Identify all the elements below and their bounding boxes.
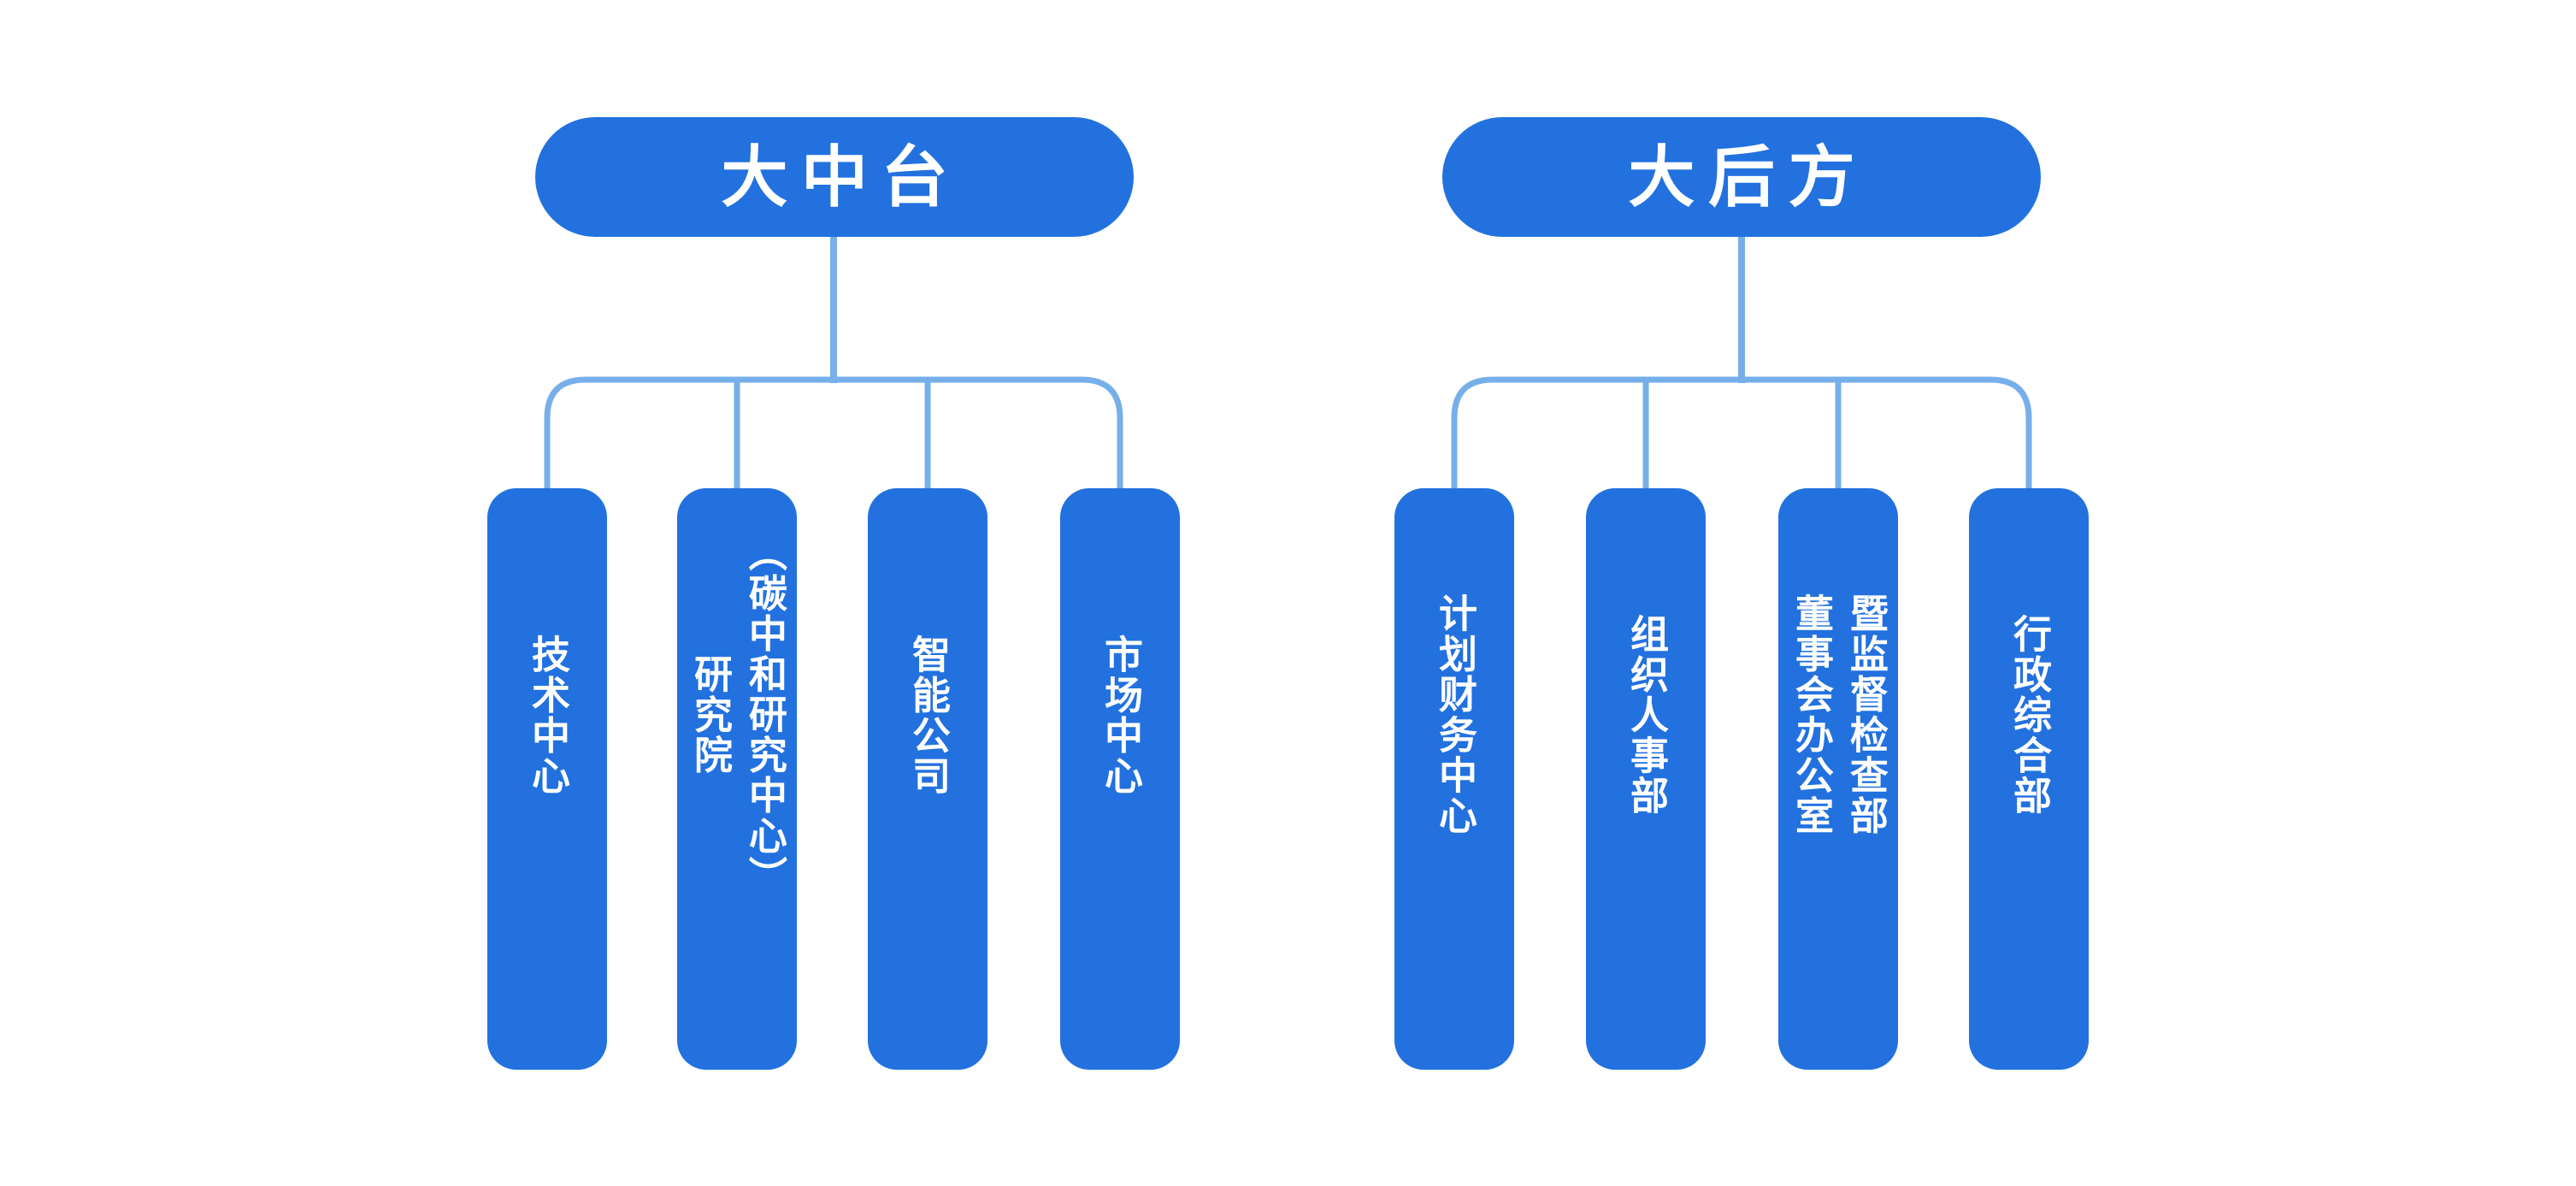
left-tree-child-label-1: 技术中心 [525, 634, 569, 796]
right-tree-root-label: 大后方 [1628, 139, 1869, 215]
right-tree-child-label-4: 行政综合部 [2007, 613, 2051, 817]
right-tree-child-label-3: 董事会办公室 暨监督检查部 [1789, 593, 1888, 836]
right-tree-child-label-1: 计划财务中心 [1432, 593, 1477, 836]
right-tree-branch-bus [1451, 376, 2032, 489]
right-tree-child-node-3: 董事会办公室 暨监督检查部 [1778, 488, 1898, 1070]
left-tree-root-label: 大中台 [721, 139, 962, 215]
left-tree-child-label-3: 智能公司 [905, 634, 950, 796]
left-tree-child-node-2: 研究院 （碳中和研究中心） [677, 488, 797, 1070]
right-tree-root-node: 大后方 [1442, 117, 2041, 237]
left-tree-connectors [544, 237, 1123, 489]
right-tree-child-node-1: 计划财务中心 [1394, 488, 1514, 1070]
left-tree-child-node-1: 技术中心 [487, 488, 607, 1070]
right-tree-child-node-4: 行政综合部 [1969, 488, 2089, 1070]
right-tree-child-node-2: 组织人事部 [1586, 488, 1706, 1070]
left-tree-child-label-2: 研究院 （碳中和研究中心） [688, 533, 787, 897]
left-tree-branch-bus [544, 376, 1123, 489]
left-tree-child-node-3: 智能公司 [868, 488, 987, 1070]
left-tree-root-node: 大中台 [535, 117, 1134, 237]
right-tree-connectors [1451, 237, 2032, 489]
right-tree-child-label-2: 组织人事部 [1624, 613, 1668, 817]
left-tree-child-label-4: 市场中心 [1098, 634, 1142, 796]
left-tree-child-node-4: 市场中心 [1060, 488, 1180, 1070]
